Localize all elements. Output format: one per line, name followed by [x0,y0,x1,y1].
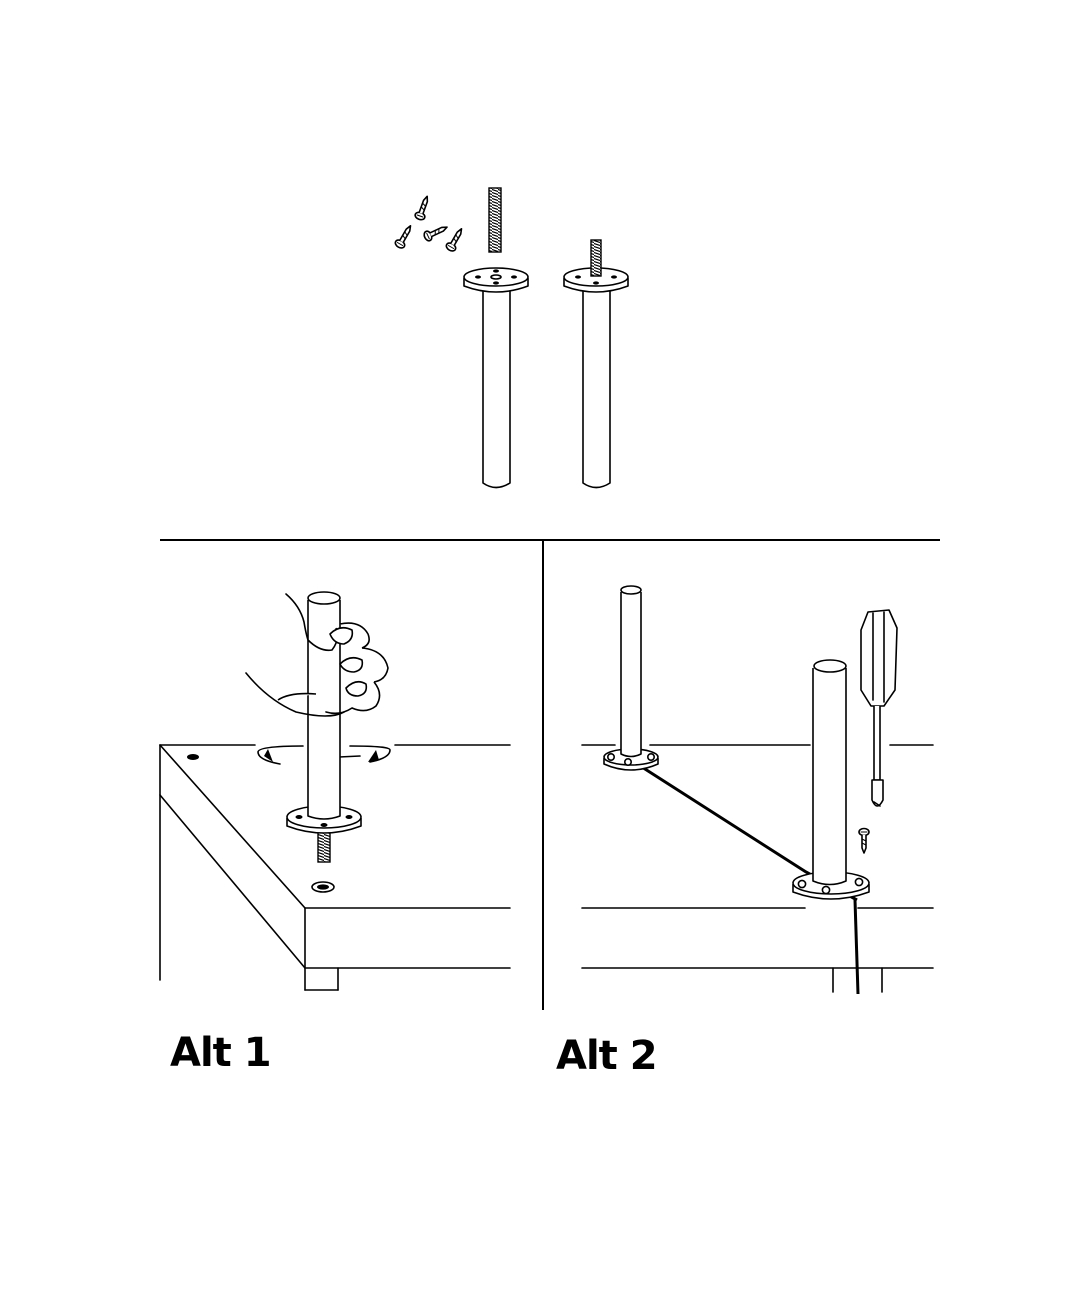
alt1-panel [159,591,511,991]
wood-screw-icon [393,193,467,254]
threaded-bolt-icon [488,187,502,253]
screwdriver-icon [860,609,898,807]
leg-with-mounting-plate-icon [603,585,659,771]
alt2-panel [581,585,934,995]
tabletop-icon [159,744,511,991]
leg-with-mounting-plate-icon [463,267,529,489]
hand-icon [245,593,389,717]
alt1-label: Alt 1 [170,1030,272,1076]
leg-with-mounting-plate-icon [792,659,870,900]
parts-overview [393,187,629,489]
alt2-label: Alt 2 [556,1033,658,1079]
leg-with-mounting-plate-icon [286,591,362,834]
leg-with-mounting-plate-icon [563,239,629,489]
wood-screw-icon [858,827,870,854]
